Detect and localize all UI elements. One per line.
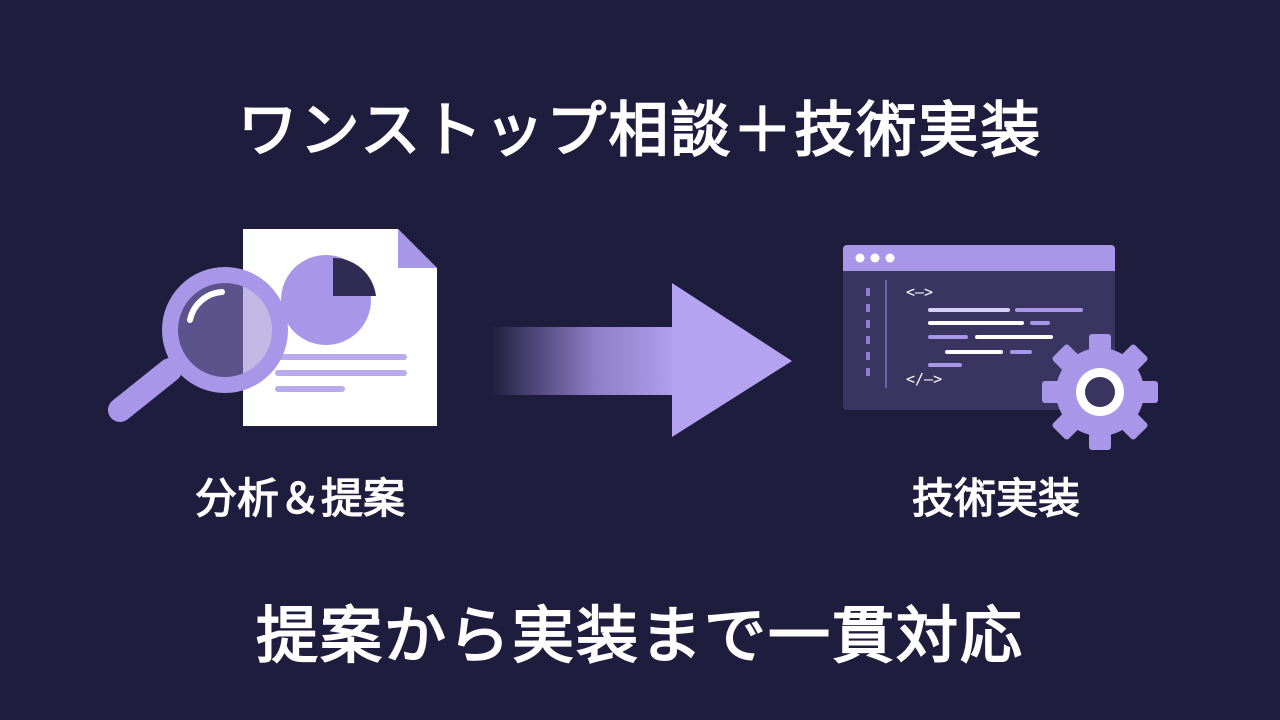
document-icon xyxy=(243,229,437,426)
page-title: ワンストップ相談＋技術実装 xyxy=(237,96,1043,166)
magnifier-icon xyxy=(108,267,288,422)
code-window-icon xyxy=(843,245,1115,410)
step-label-implementation: 技術実装 xyxy=(911,474,1080,523)
code-close-tag: </—> xyxy=(906,370,943,388)
gear-icon xyxy=(1042,334,1158,450)
code-window-gear-icon xyxy=(843,245,1158,450)
tagline: 提案から実装まで一貫対応 xyxy=(255,599,1024,672)
arrow-icon xyxy=(490,283,792,437)
magnifier-document-icon xyxy=(108,229,437,426)
code-open-tag: <—> xyxy=(906,283,934,301)
step-label-analysis: 分析＆提案 xyxy=(194,474,405,523)
